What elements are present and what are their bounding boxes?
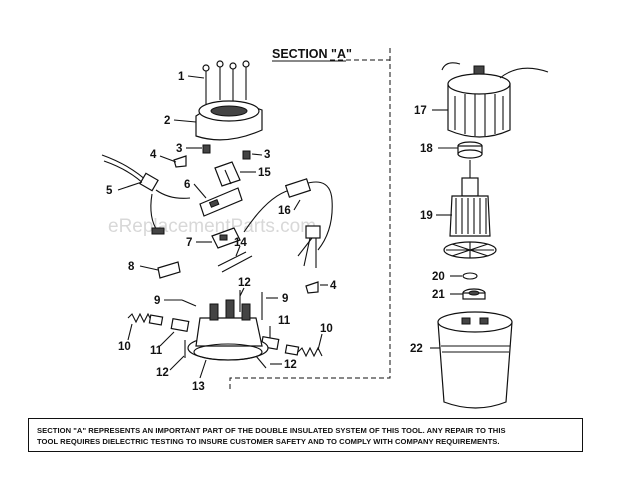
callout-7: 7	[186, 237, 192, 249]
callout-9-left: 9	[154, 295, 160, 307]
bracket-part-8	[157, 261, 181, 279]
screw-part-12-right	[255, 355, 267, 369]
callout-3-right: 3	[264, 149, 270, 161]
callout-5: 5	[106, 185, 113, 197]
callout-4-left: 4	[150, 149, 157, 161]
callout-17: 17	[414, 105, 427, 117]
terminal-part-15	[214, 161, 241, 187]
switch-part-6	[199, 187, 243, 217]
callout-10-left: 10	[118, 341, 131, 353]
wire-nut-part-4-right	[305, 281, 319, 294]
section-title: SECTION "A"	[272, 47, 352, 61]
brush-part-11-left	[170, 317, 190, 333]
callout-8: 8	[128, 261, 135, 273]
brush-housing-part-13	[187, 299, 269, 361]
callout-9-right: 9	[282, 293, 288, 305]
callout-11-right: 11	[278, 315, 291, 327]
cord-part-5	[101, 154, 191, 235]
leads-part-14	[217, 251, 253, 273]
callout-12-left: 12	[156, 367, 169, 379]
note-line-2: TOOL REQUIRES DIELECTRIC TESTING TO INSU…	[37, 437, 500, 446]
callout-1: 1	[178, 71, 185, 83]
callout-3-left: 3	[176, 143, 182, 155]
callout-14: 14	[234, 237, 247, 249]
watermark-text: eReplacementParts.com	[108, 216, 316, 237]
brush-spring-part-10-left	[127, 312, 164, 326]
bearing-part-18	[457, 141, 483, 159]
screw-part-9-left	[181, 299, 197, 307]
armature-part-19	[443, 160, 497, 259]
callout-6: 6	[184, 179, 190, 191]
section-a-boundary	[229, 59, 391, 390]
callout-13: 13	[192, 381, 205, 393]
callout-numbers: 1 2 3 3 4 5 6 15 7 14 16 8 9 12 9 4 10 1…	[106, 71, 445, 393]
note-line-1: SECTION "A" REPRESENTS AN IMPORTANT PART…	[37, 426, 506, 435]
callout-20: 20	[432, 271, 445, 283]
field-part-17	[441, 62, 549, 138]
nut-part-3-left	[202, 144, 211, 154]
callout-18: 18	[420, 143, 433, 155]
ring-part-20	[462, 272, 478, 280]
callout-2: 2	[164, 115, 170, 127]
callout-19: 19	[420, 210, 433, 222]
callout-12-top: 12	[238, 277, 251, 289]
clamp-part-7	[211, 227, 241, 249]
wire-nut-part-4	[173, 155, 187, 168]
callout-11-left: 11	[150, 345, 163, 357]
callout-15: 15	[258, 167, 271, 179]
nut-part-3-right	[242, 150, 251, 160]
motor-housing-part-22	[437, 311, 513, 409]
callout-16: 16	[278, 205, 291, 217]
screws-part-1	[202, 60, 250, 104]
callout-10-right: 10	[320, 323, 333, 335]
callout-21: 21	[432, 289, 445, 301]
brush-spring-part-10-right	[284, 344, 323, 358]
lead-wire-part-16	[243, 178, 333, 268]
callout-12-right: 12	[284, 359, 297, 371]
callout-22: 22	[410, 343, 423, 355]
callout-4-right: 4	[330, 280, 337, 292]
double-insulation-note: SECTION "A" REPRESENTS AN IMPORTANT PART…	[28, 418, 583, 452]
callout-leaders	[117, 75, 463, 379]
cap-part-2	[195, 100, 263, 141]
bearing-part-21	[462, 288, 486, 300]
